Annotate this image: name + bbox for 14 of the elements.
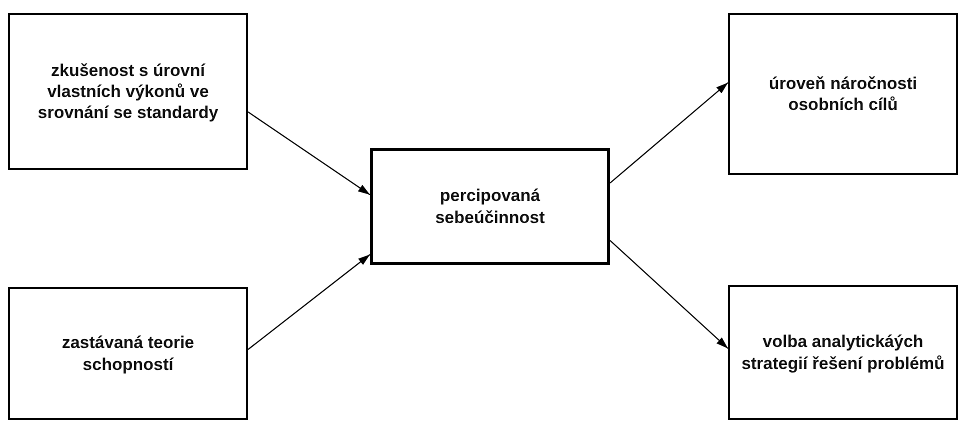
arrow — [610, 240, 728, 349]
process-box — [8, 287, 248, 420]
box-text: úroveň náročnosti osobních cílů — [768, 72, 918, 116]
process-box — [728, 285, 958, 420]
process-box — [728, 13, 958, 175]
box-text: volba analytickáých strategií řešení problémů — [740, 331, 946, 374]
arrow — [248, 111, 370, 196]
box-text: zkušenost s úrovní vlastních výkonů ve srovnání se standardy — [36, 60, 220, 124]
arrow — [610, 82, 728, 184]
arrow — [248, 254, 370, 350]
process-box — [370, 148, 610, 265]
process-box — [8, 13, 248, 170]
box-text: zastávaná teorie schopností — [60, 332, 196, 375]
box-text: percipovaná sebeúčinnost — [434, 185, 546, 228]
